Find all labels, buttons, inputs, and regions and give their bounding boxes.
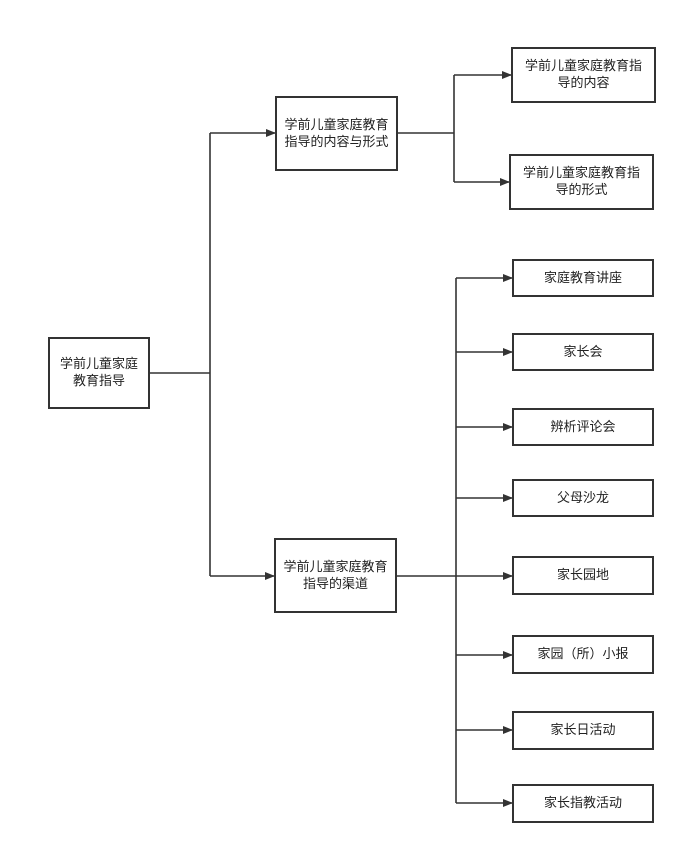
channel-node-5: 家长园地 xyxy=(512,556,654,595)
channel-node-6: 家园（所）小报 xyxy=(512,635,654,674)
branch-content-label: 学前儿童家庭教育指导的内容与形式 xyxy=(284,117,389,150)
channel-node-2: 家长会 xyxy=(512,333,654,371)
branch-content-node: 学前儿童家庭教育指导的内容与形式 xyxy=(275,96,398,171)
root-node-label: 学前儿童家庭教育指导 xyxy=(59,357,138,389)
content-child-node-1: 学前儿童家庭教育指导的内容 xyxy=(511,47,656,103)
content-child-node-2: 学前儿童家庭教育指导的形式 xyxy=(509,154,654,210)
branch-channels-label: 学前儿童家庭教育指导的渠道 xyxy=(283,559,388,592)
channel-label-4: 父母沙龙 xyxy=(556,490,609,506)
channel-label-2: 家长会 xyxy=(563,344,603,360)
branch-channels-node: 学前儿童家庭教育指导的渠道 xyxy=(274,538,397,613)
channel-label-7: 家长日活动 xyxy=(550,723,616,738)
channel-node-8: 家长指教活动 xyxy=(512,784,654,823)
channel-label-6: 家园（所）小报 xyxy=(537,647,629,662)
content-child-label-1: 学前儿童家庭教育指导的内容 xyxy=(524,59,642,91)
channel-node-7: 家长日活动 xyxy=(512,711,654,750)
channel-label-3: 辨析评论会 xyxy=(550,419,616,435)
content-child-label-2: 学前儿童家庭教育指导的形式 xyxy=(522,166,640,198)
root-node: 学前儿童家庭教育指导 xyxy=(48,337,150,409)
channel-node-3: 辨析评论会 xyxy=(512,408,654,446)
channel-label-8: 家长指教活动 xyxy=(543,796,622,811)
channel-node-1: 家庭教育讲座 xyxy=(512,259,654,297)
channel-node-4: 父母沙龙 xyxy=(512,479,654,517)
channel-label-5: 家长园地 xyxy=(556,568,609,583)
channel-label-1: 家庭教育讲座 xyxy=(543,270,622,286)
